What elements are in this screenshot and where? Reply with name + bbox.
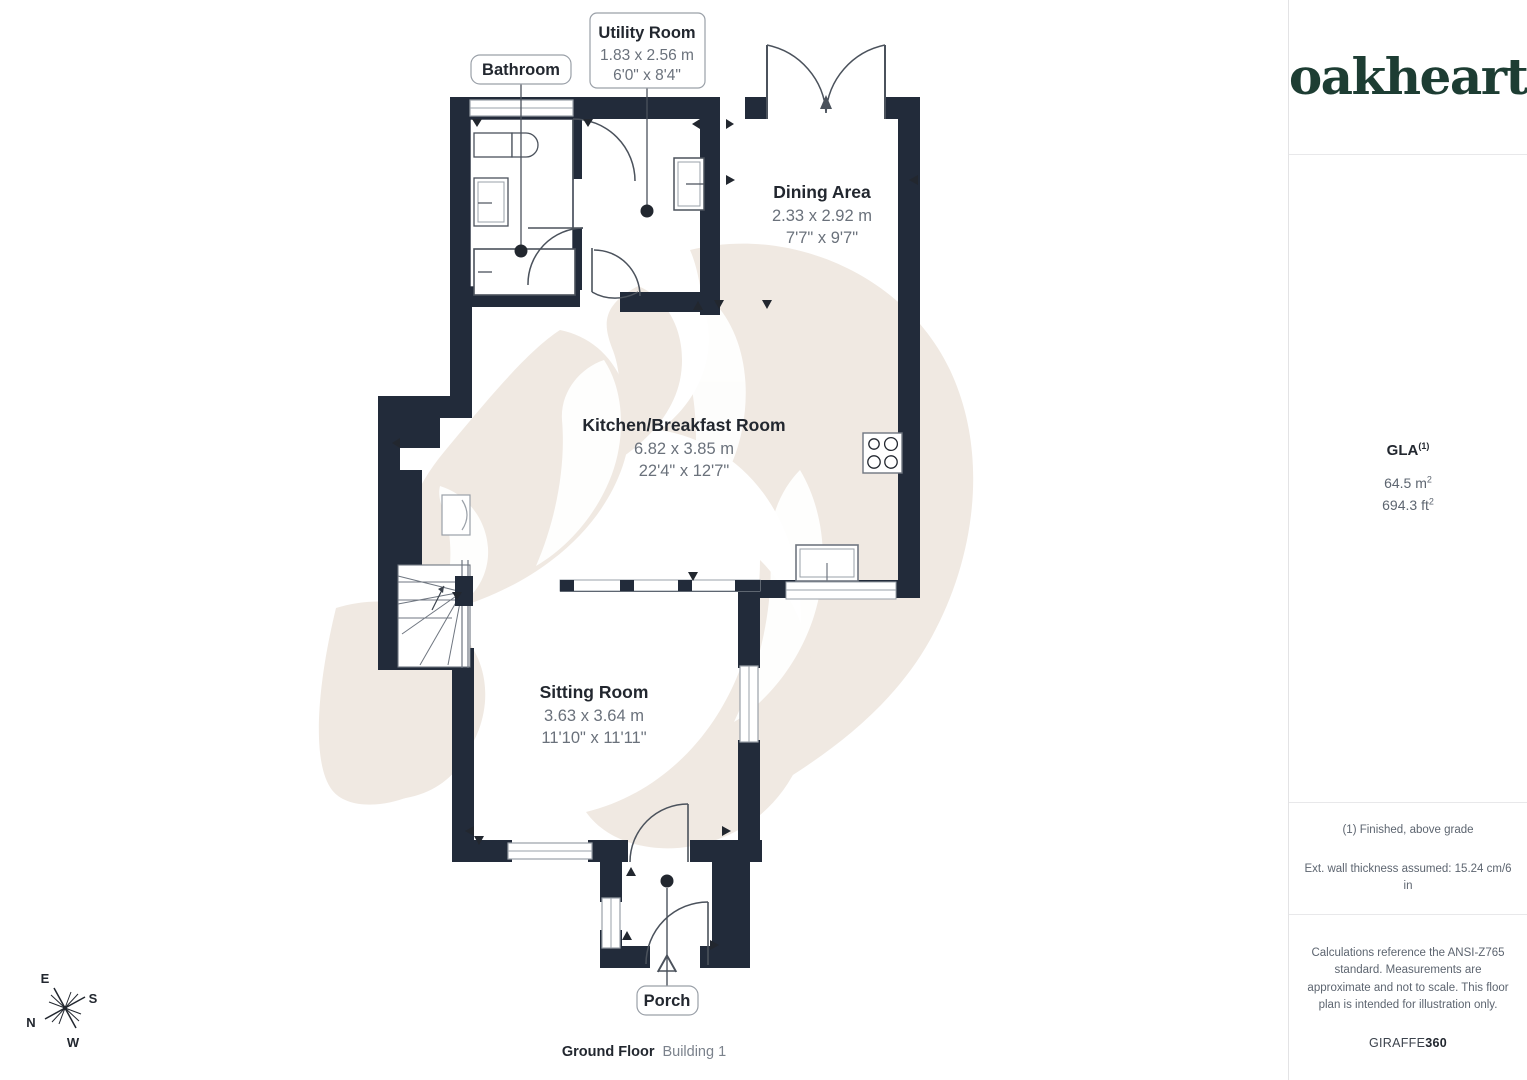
kitchen-counter-run bbox=[559, 579, 761, 592]
floor-caption: Ground Floor Building 1 bbox=[0, 1044, 1288, 1060]
gla-imperial-superscript: 2 bbox=[1428, 495, 1434, 506]
windows bbox=[441, 99, 759, 949]
kitchen-imperial: 22'4" x 12'7" bbox=[639, 462, 730, 480]
room-callout-bathroom: Bathroom bbox=[470, 54, 572, 258]
compass-rose: E S N W bbox=[22, 970, 132, 1060]
utility-appliance-icon bbox=[673, 157, 705, 211]
giraffe360-logo: GIRAFFE360 bbox=[1369, 1036, 1447, 1050]
room-callout-utility-room: Utility Room 1.83 x 2.56 m 6'0" x 8'4" bbox=[589, 12, 706, 218]
giraffe-prefix: GIRAFFE bbox=[1368, 1036, 1426, 1050]
gla-imperial-number: 694.3 ft bbox=[1382, 496, 1429, 513]
kitchen-metric: 6.82 x 3.85 m bbox=[634, 440, 734, 458]
staircase bbox=[397, 560, 473, 668]
kitchen-window bbox=[795, 544, 859, 582]
floor-plan-canvas: Dining Area 2.33 x 2.92 m 7'7" x 9'7" Ki… bbox=[318, 12, 974, 1016]
compass-south-label: S bbox=[89, 991, 98, 1006]
dining-area-metric: 2.33 x 2.92 m bbox=[772, 207, 872, 225]
floor-name: Ground Floor bbox=[561, 1044, 655, 1060]
gla-section: GLA(1) 64.5 m2 694.3 ft2 bbox=[1289, 155, 1527, 803]
compass-east-label: E bbox=[41, 971, 50, 986]
gla-imperial-value: 694.3 ft2 bbox=[1382, 495, 1434, 517]
gla-metric-superscript: 2 bbox=[1426, 474, 1432, 485]
room-label-dining-area: Dining Area 2.33 x 2.92 m 7'7" x 9'7" bbox=[772, 182, 872, 247]
note-finished-above-grade: (1) Finished, above grade bbox=[1342, 824, 1474, 837]
room-label-sitting-room: Sitting Room 3.63 x 3.64 m 11'10" x 11'1… bbox=[540, 682, 649, 747]
brand-logo-section: oakheart bbox=[1289, 0, 1527, 155]
utility-room-metric: 1.83 x 2.56 m bbox=[600, 47, 694, 64]
compass-west-label: W bbox=[67, 1035, 80, 1050]
doors bbox=[527, 44, 886, 965]
oakheart-logo: oakheart bbox=[1288, 47, 1527, 106]
wall-structure bbox=[378, 97, 920, 968]
dimension-ticks bbox=[392, 119, 918, 950]
bathtub-icon bbox=[473, 248, 576, 296]
utility-room-imperial: 6'0" x 8'4" bbox=[613, 67, 681, 84]
sitting-room-imperial: 11'10" x 11'11" bbox=[541, 729, 646, 747]
compass-north-label: N bbox=[26, 1015, 35, 1030]
porch-name: Porch bbox=[644, 992, 691, 1010]
kitchen-base-units bbox=[785, 581, 897, 600]
sitting-room-name: Sitting Room bbox=[540, 682, 649, 702]
dining-area-imperial: 7'7" x 9'7" bbox=[786, 229, 858, 247]
dining-area-name: Dining Area bbox=[773, 182, 871, 202]
notes-section: (1) Finished, above grade Ext. wall thic… bbox=[1289, 803, 1527, 915]
kitchen-name: Kitchen/Breakfast Room bbox=[582, 415, 785, 435]
room-callout-porch: Porch bbox=[636, 874, 699, 1016]
bathroom-name: Bathroom bbox=[482, 61, 560, 79]
sink-icon bbox=[473, 177, 509, 227]
info-panel: oakheart GLA(1) 64.5 m2 694.3 ft2 (1) Fi… bbox=[1288, 0, 1527, 1080]
disclaimer-section: Calculations reference the ANSI-Z765 sta… bbox=[1289, 915, 1527, 1080]
gla-metric-number: 64.5 m bbox=[1384, 474, 1427, 491]
utility-room-name: Utility Room bbox=[598, 24, 695, 42]
gla-title-text: GLA bbox=[1386, 441, 1419, 459]
gla-metric-value: 64.5 m2 bbox=[1384, 473, 1432, 495]
sitting-room-metric: 3.63 x 3.64 m bbox=[544, 707, 644, 725]
toilet-icon bbox=[473, 132, 539, 158]
note-wall-thickness: Ext. wall thickness assumed: 15.24 cm/6 … bbox=[1304, 863, 1512, 892]
gla-title-superscript: (1) bbox=[1418, 440, 1430, 451]
hob-icon bbox=[862, 432, 903, 474]
building-name: Building 1 bbox=[662, 1044, 727, 1060]
gla-title: GLA(1) bbox=[1387, 441, 1430, 459]
giraffe-suffix: 360 bbox=[1425, 1036, 1448, 1050]
room-label-kitchen-breakfast-room: Kitchen/Breakfast Room 6.82 x 3.85 m 22'… bbox=[582, 415, 785, 480]
disclaimer-text: Calculations reference the ANSI-Z765 sta… bbox=[1307, 947, 1509, 1011]
